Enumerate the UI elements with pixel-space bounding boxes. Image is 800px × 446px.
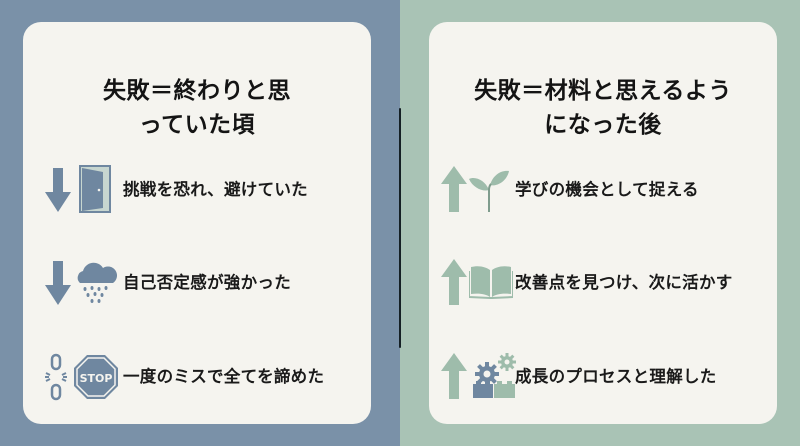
gears-blocks-icon [473, 353, 516, 398]
after-item-3: 成長のプロセスと理解した [429, 349, 777, 405]
before-item-1: 挑戦を恐れ、避けていた [23, 162, 371, 218]
before-item-label: 一度のミスで全てを諦めた [123, 367, 325, 386]
after-item-label: 成長のプロセスと理解した [515, 367, 717, 386]
rain-cloud-icon [77, 262, 118, 303]
before-title: 失敗＝終わりと思 っていた頃 [23, 74, 371, 142]
after-item-2: 改善点を見つけ、次に活かす [429, 255, 777, 311]
before-title-line2: っていた頃 [138, 112, 256, 138]
broken-chain-icon [45, 353, 67, 401]
after-item-label: 改善点を見つけ、次に活かす [515, 273, 733, 292]
before-card: 失敗＝終わりと思 っていた頃 挑戦を恐れ、避けていた [23, 22, 371, 424]
after-card: 失敗＝材料と思えるよう になった後 学びの機会として捉える [429, 22, 777, 424]
after-item-label: 学びの機会として捉える [515, 180, 699, 199]
before-item-2: 自己否定感が強かった [23, 255, 371, 311]
after-title-line2: になった後 [544, 112, 662, 138]
up-arrow-icon [441, 353, 467, 399]
open-door-icon [79, 165, 111, 213]
open-book-icon [469, 266, 513, 299]
before-item-label: 挑戦を恐れ、避けていた [123, 180, 308, 199]
stop-sign-icon: STOP [74, 355, 118, 399]
before-title-line1: 失敗＝終わりと思 [103, 78, 291, 104]
sprout-icon [469, 170, 509, 212]
center-divider [399, 108, 401, 348]
after-item-1: 学びの機会として捉える [429, 162, 777, 218]
svg-text:STOP: STOP [80, 372, 113, 385]
down-arrow-icon [45, 168, 71, 212]
after-title: 失敗＝材料と思えるよう になった後 [429, 74, 777, 142]
before-item-3: STOP 一度のミスで全てを諦めた [23, 349, 371, 405]
up-arrow-icon [441, 259, 467, 305]
after-title-line1: 失敗＝材料と思えるよう [474, 78, 732, 104]
up-arrow-icon [441, 166, 467, 212]
down-arrow-icon [45, 261, 71, 305]
before-item-label: 自己否定感が強かった [123, 273, 291, 292]
